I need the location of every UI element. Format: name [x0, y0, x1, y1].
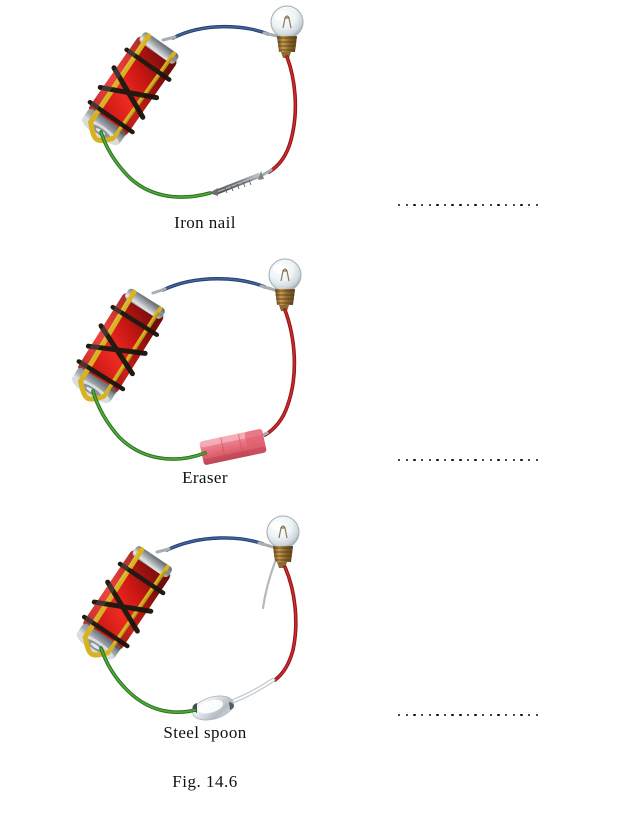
blank-dot: [466, 458, 470, 461]
blank-dot: [405, 458, 409, 461]
bulb-lead-wire: [261, 560, 277, 610]
light-bulb: [268, 258, 302, 311]
blank-dot: [420, 458, 424, 461]
blank-dot: [527, 713, 531, 716]
blank-dot: [443, 203, 447, 206]
blank-dot: [451, 713, 454, 716]
light-bulb: [266, 515, 300, 568]
circuit-svg: [71, 258, 302, 465]
circuit-diagram-iron-nail: Iron nail: [55, 0, 355, 232]
blank-dot: [413, 713, 416, 716]
blank-dot: [520, 458, 523, 461]
green-wire: [99, 646, 197, 714]
red-wire: [259, 55, 298, 178]
blank-dot: [512, 713, 515, 716]
battery: [76, 546, 172, 660]
blank-dot: [451, 203, 454, 206]
blank-dot: [489, 458, 493, 461]
figure-caption: Fig. 14.6: [172, 772, 238, 791]
iron-nail: [209, 171, 264, 196]
red-wire: [253, 308, 297, 441]
circuit-row: Steel spoon: [0, 510, 617, 765]
dotted-answer-blank[interactable]: [398, 700, 538, 716]
dotted-answer-blank[interactable]: [398, 190, 538, 206]
blank-dot: [474, 203, 477, 206]
blank-dot: [520, 203, 523, 206]
blank-dot: [413, 203, 416, 206]
green-wire: [91, 389, 207, 461]
blank-dot: [497, 713, 500, 716]
blank-dot: [489, 713, 493, 716]
circuit-label: Steel spoon: [163, 723, 247, 742]
green-wire: [99, 130, 212, 199]
blank-dot: [489, 203, 493, 206]
blank-dot: [398, 713, 401, 716]
circuit-svg: [82, 5, 304, 199]
battery: [71, 288, 165, 403]
blank-dot: [466, 203, 470, 206]
blue-wire: [151, 277, 277, 295]
blank-dot: [466, 713, 470, 716]
circuit-diagram-steel-spoon: Steel spoon: [55, 510, 355, 742]
blank-dot: [497, 203, 500, 206]
blank-dot: [474, 458, 477, 461]
circuit-row: Iron nail: [0, 0, 617, 255]
steel-spoon: [192, 677, 276, 721]
blank-dot: [428, 203, 431, 206]
dotted-answer-blank[interactable]: [398, 445, 538, 461]
circuit-diagram-eraser: Eraser: [55, 255, 355, 487]
blank-dot: [535, 713, 538, 716]
blank-dot: [420, 203, 424, 206]
blank-dot: [413, 458, 416, 461]
blank-dot: [512, 203, 515, 206]
blank-dot: [535, 203, 538, 206]
blank-dot: [512, 458, 515, 461]
blank-dot: [504, 458, 508, 461]
battery: [82, 32, 179, 146]
blank-dot: [459, 713, 462, 716]
blank-dot: [436, 458, 439, 461]
blank-dot: [405, 713, 409, 716]
blank-dot: [451, 458, 454, 461]
blank-dot: [527, 203, 531, 206]
circuit-label: Eraser: [182, 468, 228, 487]
blank-dot: [504, 713, 508, 716]
blank-dot: [405, 203, 409, 206]
circuit-svg: [76, 515, 300, 721]
blank-dot: [398, 458, 401, 461]
blank-dot: [482, 458, 485, 461]
blank-dot: [398, 203, 401, 206]
blank-dot: [459, 458, 462, 461]
blue-wire: [161, 24, 279, 42]
blank-dot: [474, 713, 477, 716]
eraser: [199, 429, 267, 465]
red-wire: [273, 565, 298, 682]
circuit-label: Iron nail: [174, 213, 236, 232]
blue-wire: [155, 536, 275, 554]
blank-dot: [527, 458, 531, 461]
blank-dot: [535, 458, 538, 461]
blank-dot: [443, 713, 447, 716]
blank-dot: [428, 458, 431, 461]
blank-dot: [497, 458, 500, 461]
circuit-row: Eraser: [0, 255, 617, 510]
blank-dot: [504, 203, 508, 206]
blank-dot: [482, 713, 485, 716]
blank-dot: [482, 203, 485, 206]
blank-dot: [443, 458, 447, 461]
blank-dot: [420, 713, 424, 716]
light-bulb: [270, 5, 304, 58]
blank-dot: [436, 203, 439, 206]
blank-dot: [520, 713, 523, 716]
blank-dot: [428, 713, 431, 716]
blank-dot: [436, 713, 439, 716]
blank-dot: [459, 203, 462, 206]
